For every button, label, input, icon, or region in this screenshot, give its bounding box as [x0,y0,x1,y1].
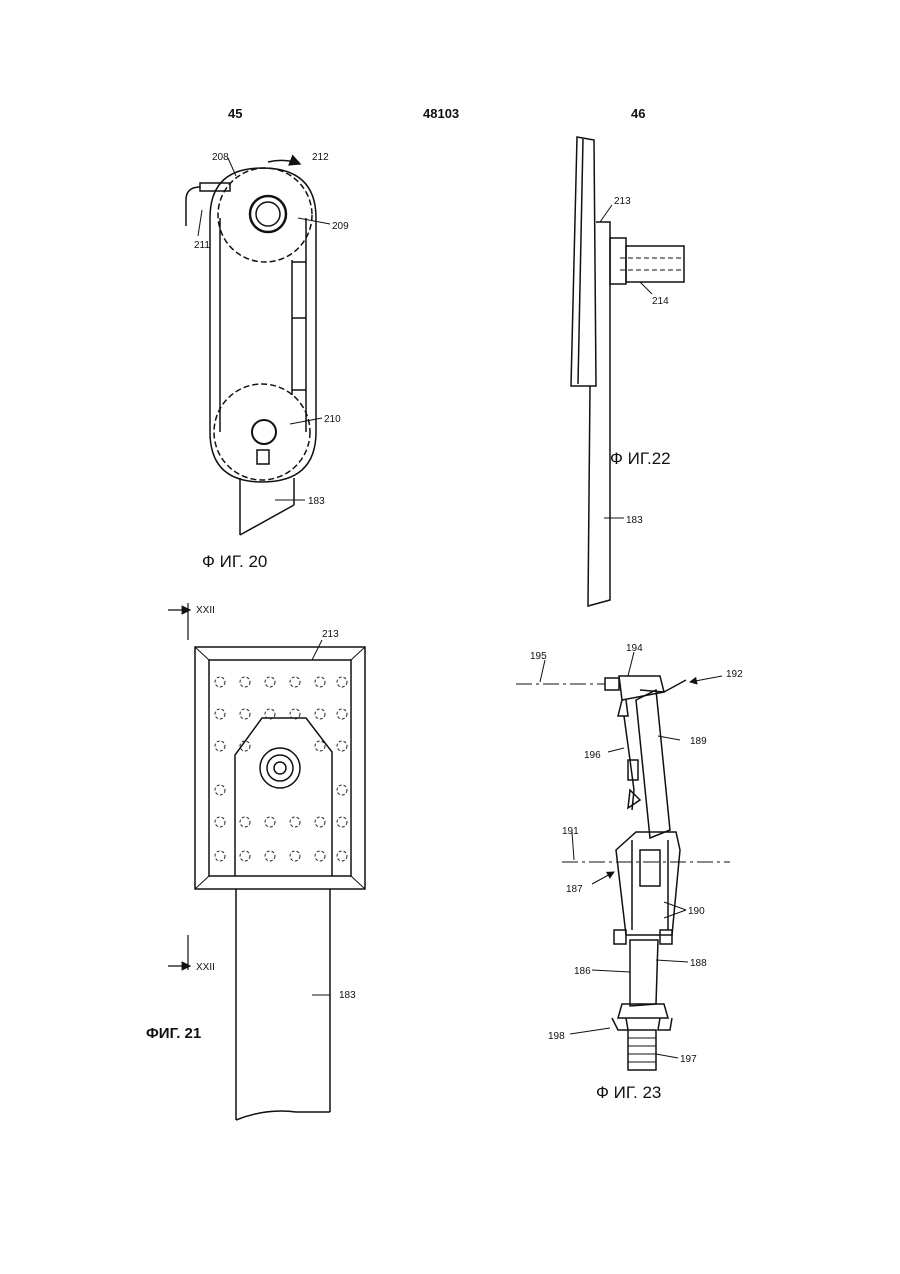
plate-hole [337,785,347,795]
plate-hole [315,851,325,861]
caption-fig21: ФИГ. 21 [146,1025,201,1042]
label-214: 214 [652,296,669,307]
plate-hole [315,817,325,827]
plate-hole [215,709,225,719]
label-183-fig22: 183 [626,515,643,526]
lower-pulley [214,384,310,480]
label-210: 210 [324,414,341,425]
plate-hole [315,677,325,687]
label-187: 187 [566,884,583,895]
section-marker-bottom: XXII [196,962,215,973]
lower-nut [257,450,269,464]
label-183-fig21: 183 [339,990,356,1001]
gripper-198 [612,1018,672,1030]
figure-22 [571,137,684,606]
label-190: 190 [688,906,705,917]
plate-hole [240,677,250,687]
plate-hole [265,851,275,861]
label-192: 192 [726,669,743,680]
caption-fig23: Ф ИГ. 23 [596,1083,661,1102]
plate-213-outer [195,647,365,889]
label-191: 191 [562,826,579,837]
caption-fig22: Ф ИГ.22 [610,449,671,468]
belt-housing [210,168,316,482]
plate-213-inner [209,660,351,876]
plate-hole [290,851,300,861]
label-212: 212 [312,152,329,163]
plate-213-side [571,137,596,386]
label-194: 194 [626,643,643,654]
caption-fig20: Ф ИГ. 20 [202,552,267,571]
plate-hole [240,817,250,827]
label-188: 188 [690,958,707,969]
plate-hole [265,677,275,687]
joint-187 [616,832,680,935]
plate-hole [215,817,225,827]
label-196-upper: 196 [584,750,601,761]
plate-hole [337,851,347,861]
plate-hole [337,677,347,687]
upper-pulley [218,168,312,262]
flange [610,238,626,284]
label-186: 186 [574,966,591,977]
label-183-fig20: 183 [308,496,325,507]
label-213-fig21: 213 [322,629,339,640]
plate-hole [315,709,325,719]
label-209: 209 [332,221,349,232]
label-197: 197 [680,1054,697,1065]
plate-hole [337,741,347,751]
plate-hole [215,785,225,795]
arm-186 [630,940,658,1006]
label-189: 189 [690,736,707,747]
arm-189 [636,690,670,838]
hub-outer [260,748,300,788]
figure-21 [168,603,365,1120]
section-marker-top: XXII [196,605,215,616]
motor-214 [626,246,684,282]
plate-hole [215,851,225,861]
upper-hub-inner [256,202,280,226]
plate-hole [290,677,300,687]
label-211: 211 [194,240,210,251]
plate-hole [290,817,300,827]
plate-hole [215,741,225,751]
label-213-fig22: 213 [614,196,631,207]
plate-hole [265,817,275,827]
label-208: 208 [212,152,229,163]
plate-hole [337,817,347,827]
object-197 [628,1030,656,1070]
plate-hole [240,851,250,861]
plate-hole [315,741,325,751]
label-195: 195 [530,651,547,662]
plate-hole [337,709,347,719]
lower-hub [252,420,276,444]
figure-20 [186,158,330,535]
figure-23 [516,652,730,1070]
plate-hole [215,677,225,687]
plate-hole [240,709,250,719]
label-198: 198 [548,1031,565,1042]
